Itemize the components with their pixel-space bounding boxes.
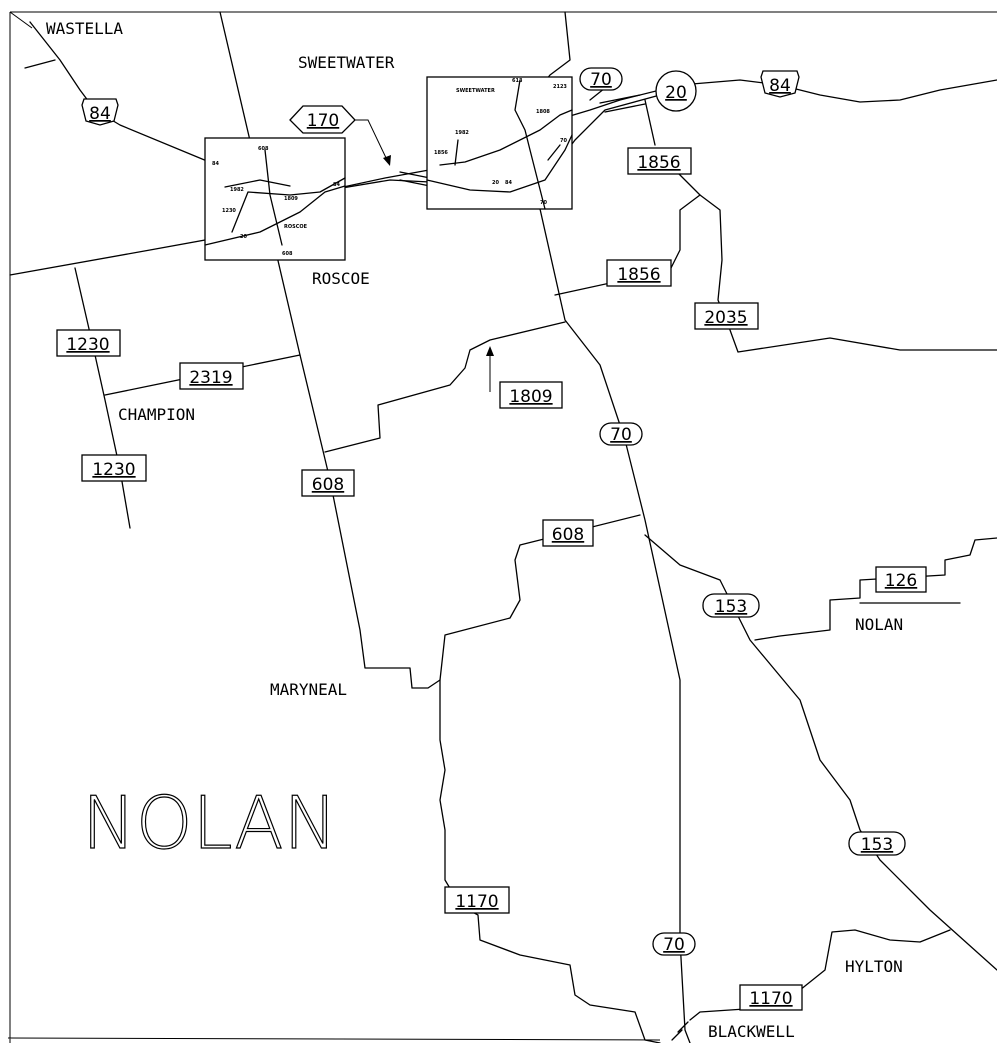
sweetwater-inset: SWEETWATER 613 1808 2123 1982 1856 70 20… xyxy=(426,76,573,210)
sh-70-shield-south: 70 xyxy=(652,932,696,956)
fm-1170-road xyxy=(689,929,951,1021)
svg-text:84: 84 xyxy=(89,104,111,124)
svg-text:2319: 2319 xyxy=(189,368,232,388)
sh-153-shield-north: 153 xyxy=(702,593,760,618)
place-maryneal: MARYNEAL xyxy=(270,680,347,699)
svg-text:2035: 2035 xyxy=(704,308,747,328)
svg-text:70: 70 xyxy=(560,138,567,144)
county-name: NOLAN xyxy=(82,781,337,865)
fm-1856-sign-north: 1856 xyxy=(627,147,692,175)
svg-text:1856: 1856 xyxy=(637,153,680,173)
fm-1230-road xyxy=(74,267,131,529)
svg-text:170: 170 xyxy=(307,111,339,131)
svg-text:1809: 1809 xyxy=(284,196,298,202)
svg-text:153: 153 xyxy=(861,835,893,855)
loop-170-arrowhead xyxy=(383,155,391,166)
us-84-west-stub xyxy=(24,59,56,69)
svg-text:70: 70 xyxy=(663,935,685,955)
place-roscoe: ROSCOE xyxy=(312,269,370,288)
svg-text:20: 20 xyxy=(492,180,499,186)
svg-text:84: 84 xyxy=(333,182,340,188)
fm-608-east-road xyxy=(439,514,661,1043)
svg-text:608: 608 xyxy=(282,251,293,257)
fm-1809-arrowhead xyxy=(486,346,494,356)
ih-20-hash-2 xyxy=(599,94,646,113)
us-84-shield-east: 84 xyxy=(760,70,800,98)
place-wastella: WASTELLA xyxy=(46,19,123,38)
svg-text:84: 84 xyxy=(769,76,791,96)
svg-text:613: 613 xyxy=(512,78,523,84)
place-blackwell: BLACKWELL xyxy=(708,1022,795,1041)
place-sweetwater: SWEETWATER xyxy=(298,53,395,72)
fm-608-sign-east: 608 xyxy=(542,519,594,547)
svg-text:70: 70 xyxy=(590,70,612,90)
fm-1170-sign-east: 1170 xyxy=(739,984,803,1011)
svg-text:84: 84 xyxy=(505,180,512,186)
fm-2319-sign: 2319 xyxy=(179,362,244,390)
svg-text:84: 84 xyxy=(212,161,219,167)
svg-text:1230: 1230 xyxy=(66,335,109,355)
fm-126-road xyxy=(754,537,997,641)
fm-1230-sign-south: 1230 xyxy=(81,454,147,482)
place-nolan: NOLAN xyxy=(855,615,903,634)
fm-1230-sign-north: 1230 xyxy=(56,329,121,357)
svg-text:70: 70 xyxy=(540,200,547,206)
svg-text:1170: 1170 xyxy=(749,989,792,1009)
us-84-shield-west: 84 xyxy=(81,98,119,126)
svg-text:2123: 2123 xyxy=(553,84,567,90)
svg-text:608: 608 xyxy=(552,525,584,545)
svg-text:1982: 1982 xyxy=(455,130,469,136)
sh-153-shield-south: 153 xyxy=(848,831,906,856)
svg-text:608: 608 xyxy=(258,146,269,152)
svg-text:20: 20 xyxy=(240,234,247,240)
fm-608-sign-west: 608 xyxy=(301,469,355,497)
fm-1170-tick xyxy=(671,1021,689,1041)
svg-text:1808: 1808 xyxy=(536,109,550,115)
sh-70-shield-north: 70 xyxy=(579,67,623,91)
fm-2035-sign: 2035 xyxy=(694,302,759,330)
sh-70-shield-mid: 70 xyxy=(599,422,643,446)
svg-text:153: 153 xyxy=(715,597,747,617)
svg-text:126: 126 xyxy=(885,571,917,591)
svg-text:608: 608 xyxy=(312,475,344,495)
roscoe-inset-title: ROSCOE xyxy=(284,224,308,230)
fm-1856-sign-south: 1856 xyxy=(606,259,672,287)
svg-text:70: 70 xyxy=(610,425,632,445)
svg-text:1170: 1170 xyxy=(455,892,498,912)
place-hylton: HYLTON xyxy=(845,957,903,976)
place-champion: CHAMPION xyxy=(118,405,195,424)
svg-text:1230: 1230 xyxy=(92,460,135,480)
svg-text:1982: 1982 xyxy=(230,187,244,193)
loop-170-shield: 170 xyxy=(289,105,356,134)
fm-1809-sign: 1809 xyxy=(499,381,563,409)
sweetwater-inset-title: SWEETWATER xyxy=(456,88,495,94)
svg-text:20: 20 xyxy=(665,83,687,103)
fm-608-road xyxy=(219,11,441,689)
ih-20-shield: 20 xyxy=(655,70,697,112)
fm-126-sign: 126 xyxy=(875,566,927,593)
loop-170-leader xyxy=(355,119,389,163)
svg-text:1230: 1230 xyxy=(222,208,236,214)
fm-1809-road xyxy=(324,321,566,453)
svg-text:1856: 1856 xyxy=(617,265,660,285)
svg-text:1809: 1809 xyxy=(509,387,552,407)
fm-1170-sign-west: 1170 xyxy=(444,886,510,914)
fm-2035-road xyxy=(699,194,997,353)
ih-20-hash-1 xyxy=(399,171,431,187)
sh-70-road xyxy=(519,87,691,1043)
roscoe-inset: 608 84 1982 1230 1809 20 ROSCOE 608 84 xyxy=(204,137,346,261)
county-border xyxy=(7,11,997,1043)
sh-153-road xyxy=(644,534,997,971)
border-notch xyxy=(9,11,33,29)
svg-text:1856: 1856 xyxy=(434,150,448,156)
